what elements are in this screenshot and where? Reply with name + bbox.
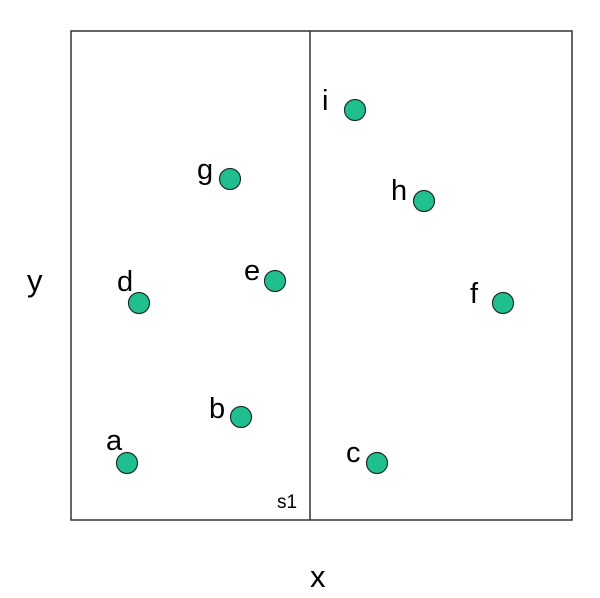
point-label-i: i	[322, 85, 328, 117]
point-label-c: c	[346, 437, 361, 469]
point-label-h: h	[391, 175, 407, 207]
point-e	[263, 269, 287, 293]
point-label-g: g	[197, 154, 213, 186]
points-layer: a b c d e f g h i	[106, 85, 515, 475]
point-i	[343, 98, 367, 122]
plot-frame	[70, 30, 573, 521]
point-label-f: f	[470, 278, 479, 310]
point-c	[365, 451, 389, 475]
point-label-b: b	[209, 393, 225, 425]
point-g	[218, 167, 242, 191]
x-axis-label: x	[310, 559, 326, 594]
y-axis-label: y	[27, 263, 43, 298]
point-d	[127, 291, 151, 315]
point-f	[491, 291, 515, 315]
point-label-e: e	[244, 255, 260, 287]
point-label-d: d	[117, 266, 133, 298]
point-a	[115, 451, 139, 475]
point-h	[412, 189, 436, 213]
point-label-a: a	[106, 425, 123, 457]
point-b	[229, 405, 253, 429]
split-label: s1	[277, 492, 297, 513]
